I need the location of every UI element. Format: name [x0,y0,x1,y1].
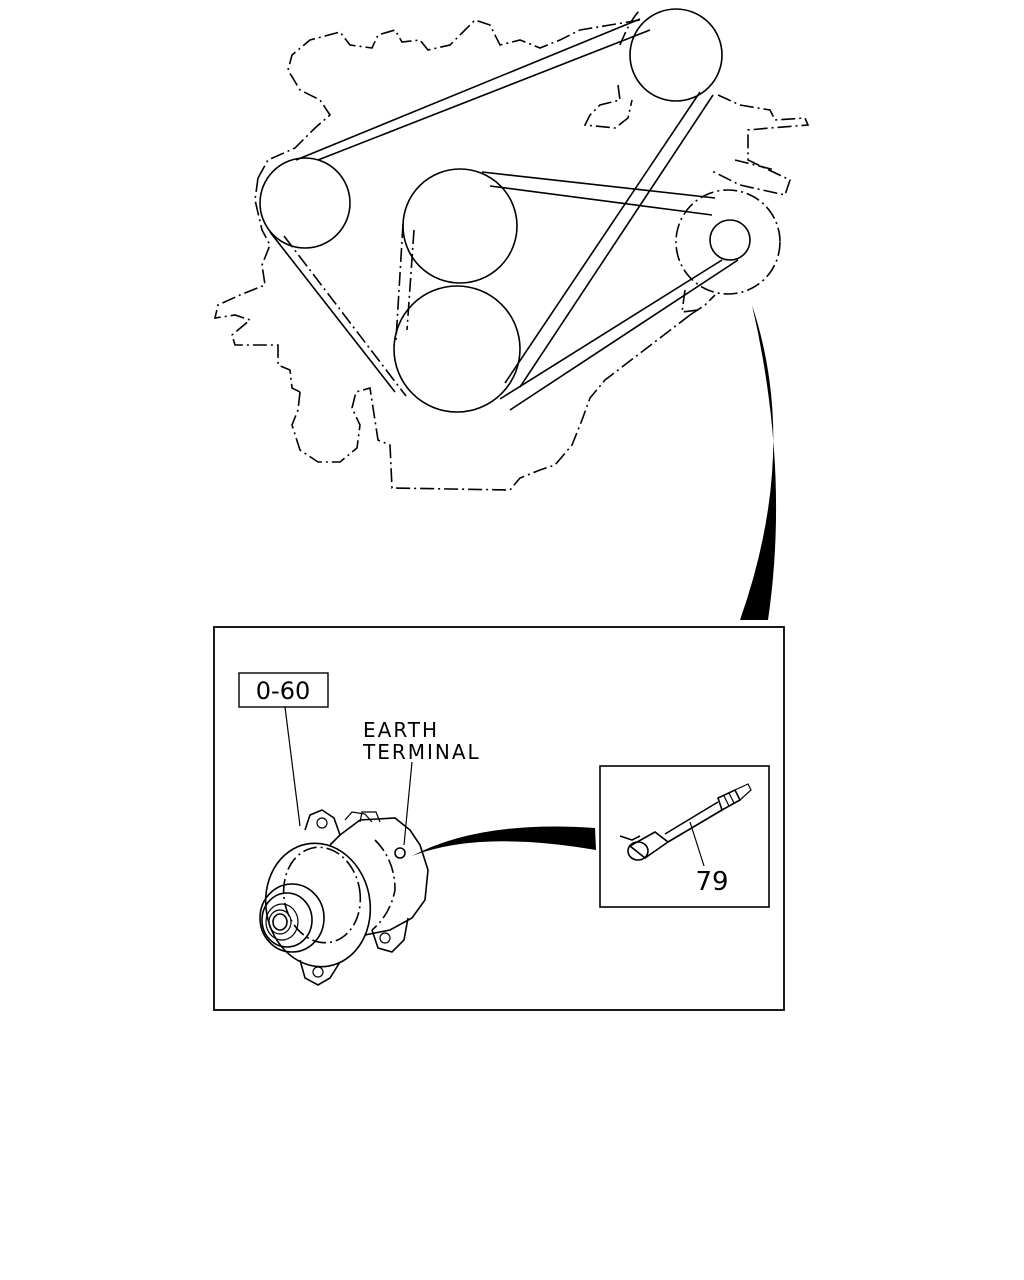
earth-terminal-leader [403,761,413,846]
part-ref-leader [284,706,301,827]
earth-terminal-label-line1: EARTH [363,718,439,742]
earth-cable-illustration [619,783,752,861]
part-ref-label: 0-60 [256,677,310,705]
center-upper-pulley [402,168,518,284]
drive-belts [269,9,739,411]
left-idler-pulley [259,157,351,249]
callout-pointer [740,305,777,620]
terminal-callout-swoosh [412,826,596,856]
alternator-pulley-inner [709,219,751,261]
part-ref-box [238,672,329,708]
pulleys [259,8,781,413]
part-number-label: 79 [695,867,728,897]
alternator-pulley-outer [675,189,781,295]
inset-frame [599,765,770,908]
crankshaft-pulley [393,285,521,413]
earth-terminal-label-line2: TERMINAL [362,740,481,764]
alternator-illustration [259,809,429,986]
engine-outline [213,19,810,491]
top-right-pulley [629,8,723,102]
detail-frame [213,626,785,1011]
part-number-leader [689,821,705,867]
